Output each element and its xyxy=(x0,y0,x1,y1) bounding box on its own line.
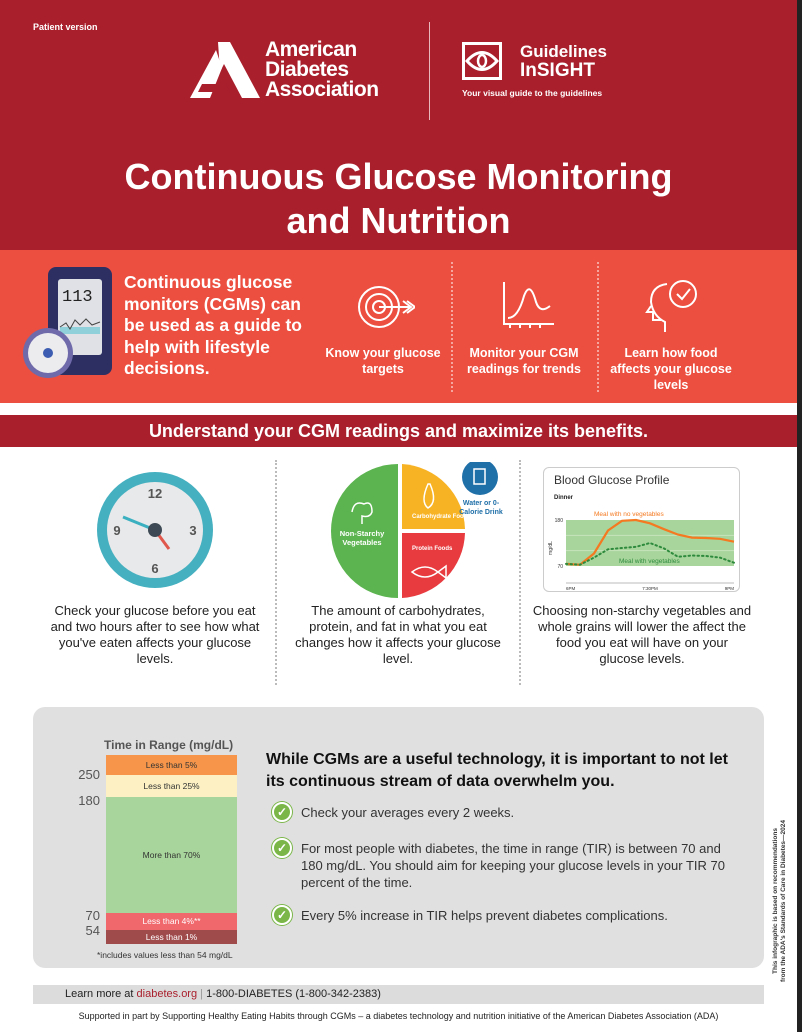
tir-segment: Less than 1% xyxy=(106,930,237,944)
check-icon: ✓ xyxy=(272,802,292,822)
trend-chart-icon xyxy=(503,282,554,328)
panel-heading: While CGMs are a useful technology, it i… xyxy=(266,751,728,790)
cgm-device-icon: 113 xyxy=(23,267,112,378)
feature-food-effects: Learn how food affects your glucose leve… xyxy=(610,346,732,392)
ada-logo-icon xyxy=(190,42,260,98)
plate-icon: Carbohydrate Foods Protein Foods xyxy=(331,462,498,598)
series-label: Meal with vegetables xyxy=(619,558,680,565)
tip-item: ✓Every 5% increase in TIR helps prevent … xyxy=(272,905,732,925)
ada-logo-text: American Diabetes Association xyxy=(265,38,379,101)
header: Patient version American Diabetes Associ… xyxy=(0,0,797,250)
x-tick: 6PM xyxy=(566,586,576,591)
tir-title: Time in Range (mg/dL) xyxy=(104,738,234,752)
divider xyxy=(275,460,277,685)
y-label: mg/dL xyxy=(548,541,554,555)
y-tick: 70 xyxy=(557,564,563,570)
svg-text:12: 12 xyxy=(148,486,162,501)
tick-70: 70 xyxy=(85,908,100,923)
footer-bar: Learn more at diabetes.org | 1-800-DIABE… xyxy=(33,985,764,1004)
guidelines-tagline: Your visual guide to the guidelines xyxy=(462,88,603,98)
head-check-icon xyxy=(645,280,697,332)
support-text: Supported in part by Supporting Healthy … xyxy=(78,1011,719,1021)
tip-item: ✓Check your averages every 2 weeks. xyxy=(272,802,732,822)
phone-number: 1-800-DIABETES (1-800-342-2383) xyxy=(206,988,381,1000)
page-title: Continuous Glucose Monitoring and Nutrit… xyxy=(124,156,673,241)
glucose-chart-card: Blood Glucose Profile Dinner 180 70 mg/dL 6… xyxy=(543,467,740,592)
chart-title: Blood Glucose Profile xyxy=(554,473,670,487)
divider xyxy=(519,460,521,685)
x-tick: 9PM xyxy=(725,586,735,591)
series-line xyxy=(565,541,735,566)
plate-label-vegetables: Non-Starchy Vegetables xyxy=(339,529,385,547)
clock-caption: Check your glucose before you eat and tw… xyxy=(50,603,260,666)
feature-monitor-trends: Monitor your CGM readings for trends xyxy=(467,346,581,376)
tick-180: 180 xyxy=(78,793,100,808)
tick-54: 54 xyxy=(85,923,100,938)
intro-text: Continuous glucose monitors (CGMs) can b… xyxy=(124,272,302,378)
glucose-chart: 180 70 mg/dL 6PM 7:30PM 9PM Meal with no veget… xyxy=(548,511,735,591)
target-range xyxy=(566,520,734,566)
divider xyxy=(597,262,599,392)
clock-icon: 12 3 6 9 xyxy=(97,472,213,588)
check-icon: ✓ xyxy=(272,838,292,858)
svg-text:3: 3 xyxy=(189,523,196,538)
tick-250: 250 xyxy=(78,767,100,782)
chart-caption: Choosing non-starchy vegetables and whol… xyxy=(532,603,752,666)
diabetes-org-link[interactable]: diabetes.org xyxy=(136,988,198,1000)
tir-note: *includes values less than 54 mg/dL xyxy=(97,950,233,960)
tir-segment: Less than 25% xyxy=(106,775,237,797)
section-heading: Understand your CGM readings and maximiz… xyxy=(0,415,797,447)
plate-caption: The amount of carbohydrates, protein, an… xyxy=(295,603,501,666)
svg-text:9: 9 xyxy=(113,523,120,538)
tir-segment: More than 70% xyxy=(106,797,237,913)
version-label: Patient version xyxy=(33,22,98,32)
intro-band: 113 Continuous glucose monitors (CGMs) c… xyxy=(0,250,797,403)
guidelines-logo-text: Guidelines InSIGHT xyxy=(520,42,607,81)
svg-text:6: 6 xyxy=(151,561,158,576)
target-icon xyxy=(358,286,415,328)
x-tick: 7:30PM xyxy=(642,586,658,591)
y-tick: 180 xyxy=(555,518,564,524)
svg-text:113: 113 xyxy=(62,288,93,307)
header-divider xyxy=(429,22,430,120)
check-icon: ✓ xyxy=(272,905,292,925)
tir-segment: Less than 5% xyxy=(106,755,237,775)
chart-subtitle: Dinner xyxy=(554,495,574,501)
divider xyxy=(451,262,453,392)
tip-item: ✓For most people with diabetes, the time… xyxy=(272,838,732,891)
svg-text:Carbohydrate Foods: Carbohydrate Foods xyxy=(412,514,471,520)
side-note: This infographic is based on recommendat… xyxy=(772,819,787,983)
edge-strip xyxy=(797,0,802,1032)
plate-label-drink: Water or 0-Calorie Drink xyxy=(459,500,503,516)
tir-segment: Less than 4%** xyxy=(106,913,237,930)
series-label: Meal with no vegetables xyxy=(594,511,664,518)
series-line xyxy=(565,518,735,566)
feature-glucose-targets: Know your glucose targets xyxy=(325,346,441,376)
eye-icon xyxy=(462,42,502,80)
svg-text:Protein Foods: Protein Foods xyxy=(412,546,453,552)
